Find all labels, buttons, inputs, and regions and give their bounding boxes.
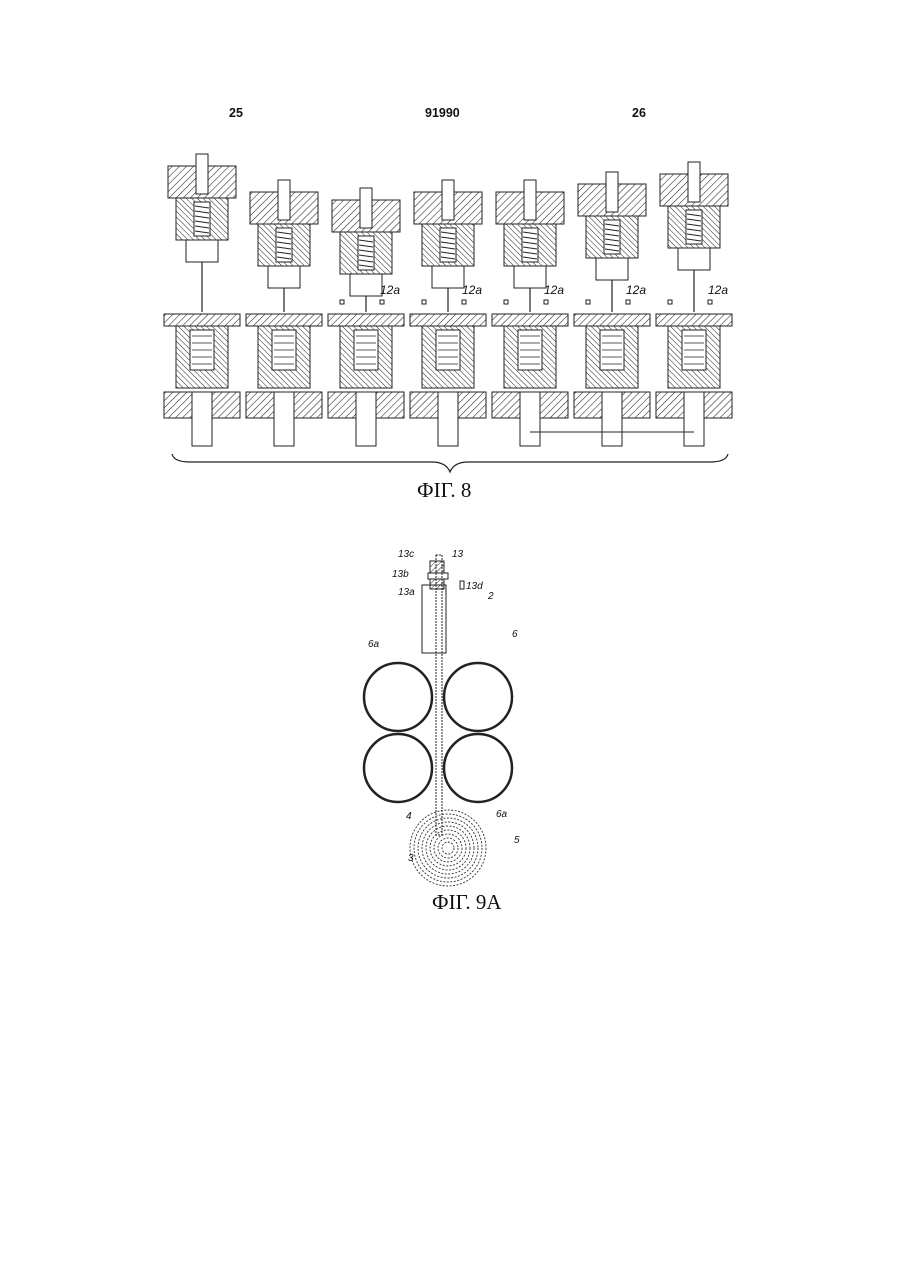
figure-8-drawing: 12a 12a 12a 12a 12a xyxy=(160,150,740,460)
label-12a: 12a xyxy=(626,283,646,297)
press-unit-6: 12a xyxy=(574,172,650,446)
roller-bottom-right xyxy=(444,734,512,802)
label-13d: 13d xyxy=(466,581,483,592)
label-3: 3 xyxy=(408,853,414,864)
die-plate xyxy=(164,314,240,326)
ejector-column xyxy=(192,392,212,446)
label-13b: 13b xyxy=(392,569,409,580)
part-12a xyxy=(422,300,426,304)
coil-ring xyxy=(442,842,454,854)
part-13d xyxy=(460,581,464,589)
roller-top-right xyxy=(444,663,512,731)
label-4: 4 xyxy=(406,811,412,822)
coil-ring xyxy=(438,838,458,858)
press-unit-4: 12a xyxy=(410,180,486,446)
label-6a-bottom: 6a xyxy=(496,809,508,820)
part-12a xyxy=(380,300,384,304)
upper-tool-rod xyxy=(442,180,454,220)
upper-tool-rod xyxy=(524,180,536,220)
ejector-column xyxy=(274,392,294,446)
ejector-column xyxy=(520,392,540,446)
label-6a-top: 6a xyxy=(368,639,380,650)
roller-bottom-left xyxy=(364,734,432,802)
coil-ring xyxy=(410,810,486,886)
die-plate xyxy=(574,314,650,326)
figure-8-caption: ФІГ. 8 xyxy=(417,478,471,503)
patent-number: 91990 xyxy=(425,106,460,120)
coil-5 xyxy=(410,810,486,886)
label-12a: 12a xyxy=(708,283,728,297)
figure-9a-caption: ФІГ. 9А xyxy=(432,890,502,915)
upper-tool-nose xyxy=(350,274,382,296)
ejector-column xyxy=(602,392,622,446)
die-plate xyxy=(410,314,486,326)
part-12a xyxy=(544,300,548,304)
metal-strip-4 xyxy=(436,555,442,835)
part-12a xyxy=(626,300,630,304)
press-unit-7: 12a xyxy=(656,162,732,446)
upper-tool-rod xyxy=(196,154,208,194)
label-13a: 13a xyxy=(398,587,415,598)
label-13: 13 xyxy=(452,549,464,560)
label-5: 5 xyxy=(514,835,520,846)
part-12a xyxy=(340,300,344,304)
upper-tool-rod xyxy=(360,188,372,228)
ejector-column xyxy=(684,392,704,446)
label-13c: 13c xyxy=(398,549,414,560)
press-unit-3: 12a xyxy=(328,188,404,446)
ejector-column xyxy=(438,392,458,446)
part-12a xyxy=(462,300,466,304)
press-unit-2 xyxy=(246,180,322,446)
coil-ring xyxy=(418,818,478,878)
upper-tool-nose xyxy=(268,266,300,288)
die-plate xyxy=(246,314,322,326)
die-plate xyxy=(656,314,732,326)
upper-tool-rod xyxy=(606,172,618,212)
label-12a: 12a xyxy=(380,283,400,297)
upper-tool-nose xyxy=(678,248,710,270)
figure-9a-drawing: 13c 13 13b 13a 13d 2 6a 6 6a 4 5 3 xyxy=(350,545,550,890)
upper-tool-nose xyxy=(186,240,218,262)
page-number-right: 26 xyxy=(632,106,646,120)
upper-tool-nose xyxy=(432,266,464,288)
part-12a xyxy=(708,300,712,304)
label-12a: 12a xyxy=(462,283,482,297)
part-12a xyxy=(504,300,508,304)
coil-ring xyxy=(426,826,470,870)
label-12a: 12a xyxy=(544,283,564,297)
coil-ring xyxy=(430,830,466,866)
upper-tool-nose xyxy=(514,266,546,288)
die-plate xyxy=(492,314,568,326)
press-unit-1 xyxy=(164,154,240,446)
page-number-left: 25 xyxy=(229,106,243,120)
label-2: 2 xyxy=(487,591,494,602)
label-6: 6 xyxy=(512,629,518,640)
roller-top-left xyxy=(364,663,432,731)
press-unit-5: 12a xyxy=(492,180,568,446)
upper-tool-rod xyxy=(278,180,290,220)
part-12a xyxy=(586,300,590,304)
die-plate xyxy=(328,314,404,326)
ejector-column xyxy=(356,392,376,446)
coil-ring xyxy=(414,814,482,882)
part-12a xyxy=(668,300,672,304)
upper-tool-rod xyxy=(688,162,700,202)
upper-tool-nose xyxy=(596,258,628,280)
figure-8-brace xyxy=(170,452,730,476)
